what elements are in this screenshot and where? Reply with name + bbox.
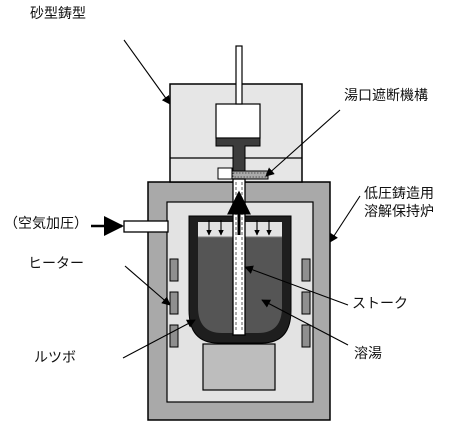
label-furnace-line2: 溶解保持炉	[364, 204, 434, 220]
leader-heater	[124, 265, 171, 306]
label-stoke: ストーク	[352, 296, 408, 312]
leader-melt	[261, 299, 349, 346]
label-heater: ヒーター	[28, 256, 84, 272]
leader-stoke	[244, 265, 349, 306]
sand-mold	[169, 45, 303, 183]
stoke-tube	[227, 178, 251, 336]
crucible-base	[202, 343, 276, 391]
label-crucible: ルツボ	[34, 350, 76, 366]
leader-sand-mold	[123, 39, 171, 105]
leader-crucible	[122, 319, 196, 359]
heaters-right	[301, 258, 311, 348]
leader-gate	[265, 109, 341, 177]
label-sand-mold: 砂型鋳型	[30, 6, 86, 22]
air-inlet-pipe	[91, 216, 169, 236]
leader-furnace	[329, 195, 361, 243]
leader-lines	[122, 39, 361, 359]
label-melt: 溶湯	[354, 346, 382, 362]
pressure-arrows	[206, 220, 272, 236]
heaters-left	[169, 258, 179, 348]
label-furnace-line1: 低圧鋳造用	[364, 186, 434, 202]
label-air-pressure: （空気加圧）	[4, 216, 88, 232]
label-gate-shutoff: 湯口遮断機構	[344, 88, 428, 104]
